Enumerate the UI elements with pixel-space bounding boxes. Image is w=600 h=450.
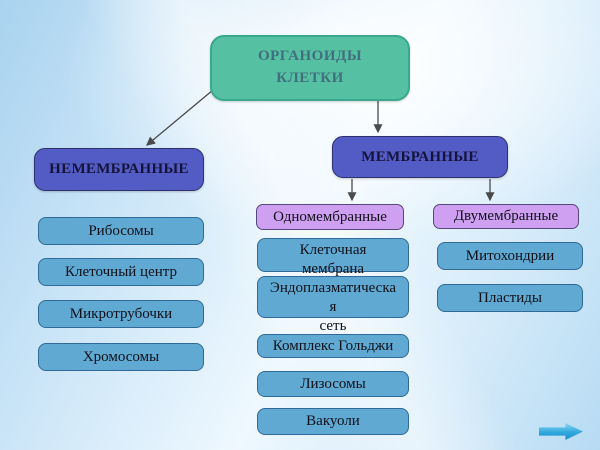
node-cell-center: Клеточный центр xyxy=(38,258,204,286)
node-chromosomes: Хромосомы xyxy=(38,343,204,371)
node-label: Микротрубочки xyxy=(69,305,173,322)
node-label: Эндоплазматическая сеть xyxy=(269,280,397,334)
subbranch-single-membrane-label: Одномембранные xyxy=(273,208,387,225)
node-label: Комплекс Гольджи xyxy=(272,337,394,354)
node-endoplasmic-reticulum: Эндоплазматическая сеть xyxy=(257,276,409,334)
branch-membrane: МЕМБРАННЫЕ xyxy=(332,136,508,178)
branch-membrane-label: МЕМБРАННЫЕ xyxy=(361,148,479,165)
branch-nonmembrane-label: НЕМЕМБРАННЫЕ xyxy=(49,161,189,177)
node-label: Митохондрии xyxy=(465,247,555,264)
branch-nonmembrane: НЕМЕМБРАННЫЕ xyxy=(34,148,204,191)
node-golgi-complex: Комплекс Гольджи xyxy=(257,334,409,358)
node-plastids: Пластиды xyxy=(437,284,583,312)
node-label: Лизосомы xyxy=(300,375,366,392)
subbranch-single-membrane: Одномембранные xyxy=(256,204,404,230)
node-label: Хромосомы xyxy=(82,348,160,365)
node-ribosomes: Рибосомы xyxy=(38,217,204,245)
next-slide-arrow-icon[interactable] xyxy=(539,423,583,440)
node-label: Вакуоли xyxy=(306,413,360,429)
node-label: Рибосомы xyxy=(88,222,154,239)
root-node-organoids: ОРГАНОИДЫ КЛЕТКИ xyxy=(210,35,410,101)
node-label: Пластиды xyxy=(478,289,542,306)
node-lysosomes: Лизосомы xyxy=(257,371,409,397)
node-label: Клеточная мембрана xyxy=(299,242,367,277)
node-cell-membrane: Клеточная мембрана xyxy=(257,238,409,277)
node-vacuoles: Вакуоли xyxy=(257,408,409,435)
node-label: Клеточный центр xyxy=(65,263,177,280)
connector-root-to-nonmembrane xyxy=(146,89,214,146)
subbranch-double-membrane-label: Двумембранные xyxy=(453,208,559,224)
node-microtubules: Микротрубочки xyxy=(38,300,204,328)
root-node-label: ОРГАНОИДЫ КЛЕТКИ xyxy=(257,48,363,86)
node-mitochondria: Митохондрии xyxy=(437,242,583,270)
subbranch-double-membrane: Двумембранные xyxy=(433,204,579,229)
